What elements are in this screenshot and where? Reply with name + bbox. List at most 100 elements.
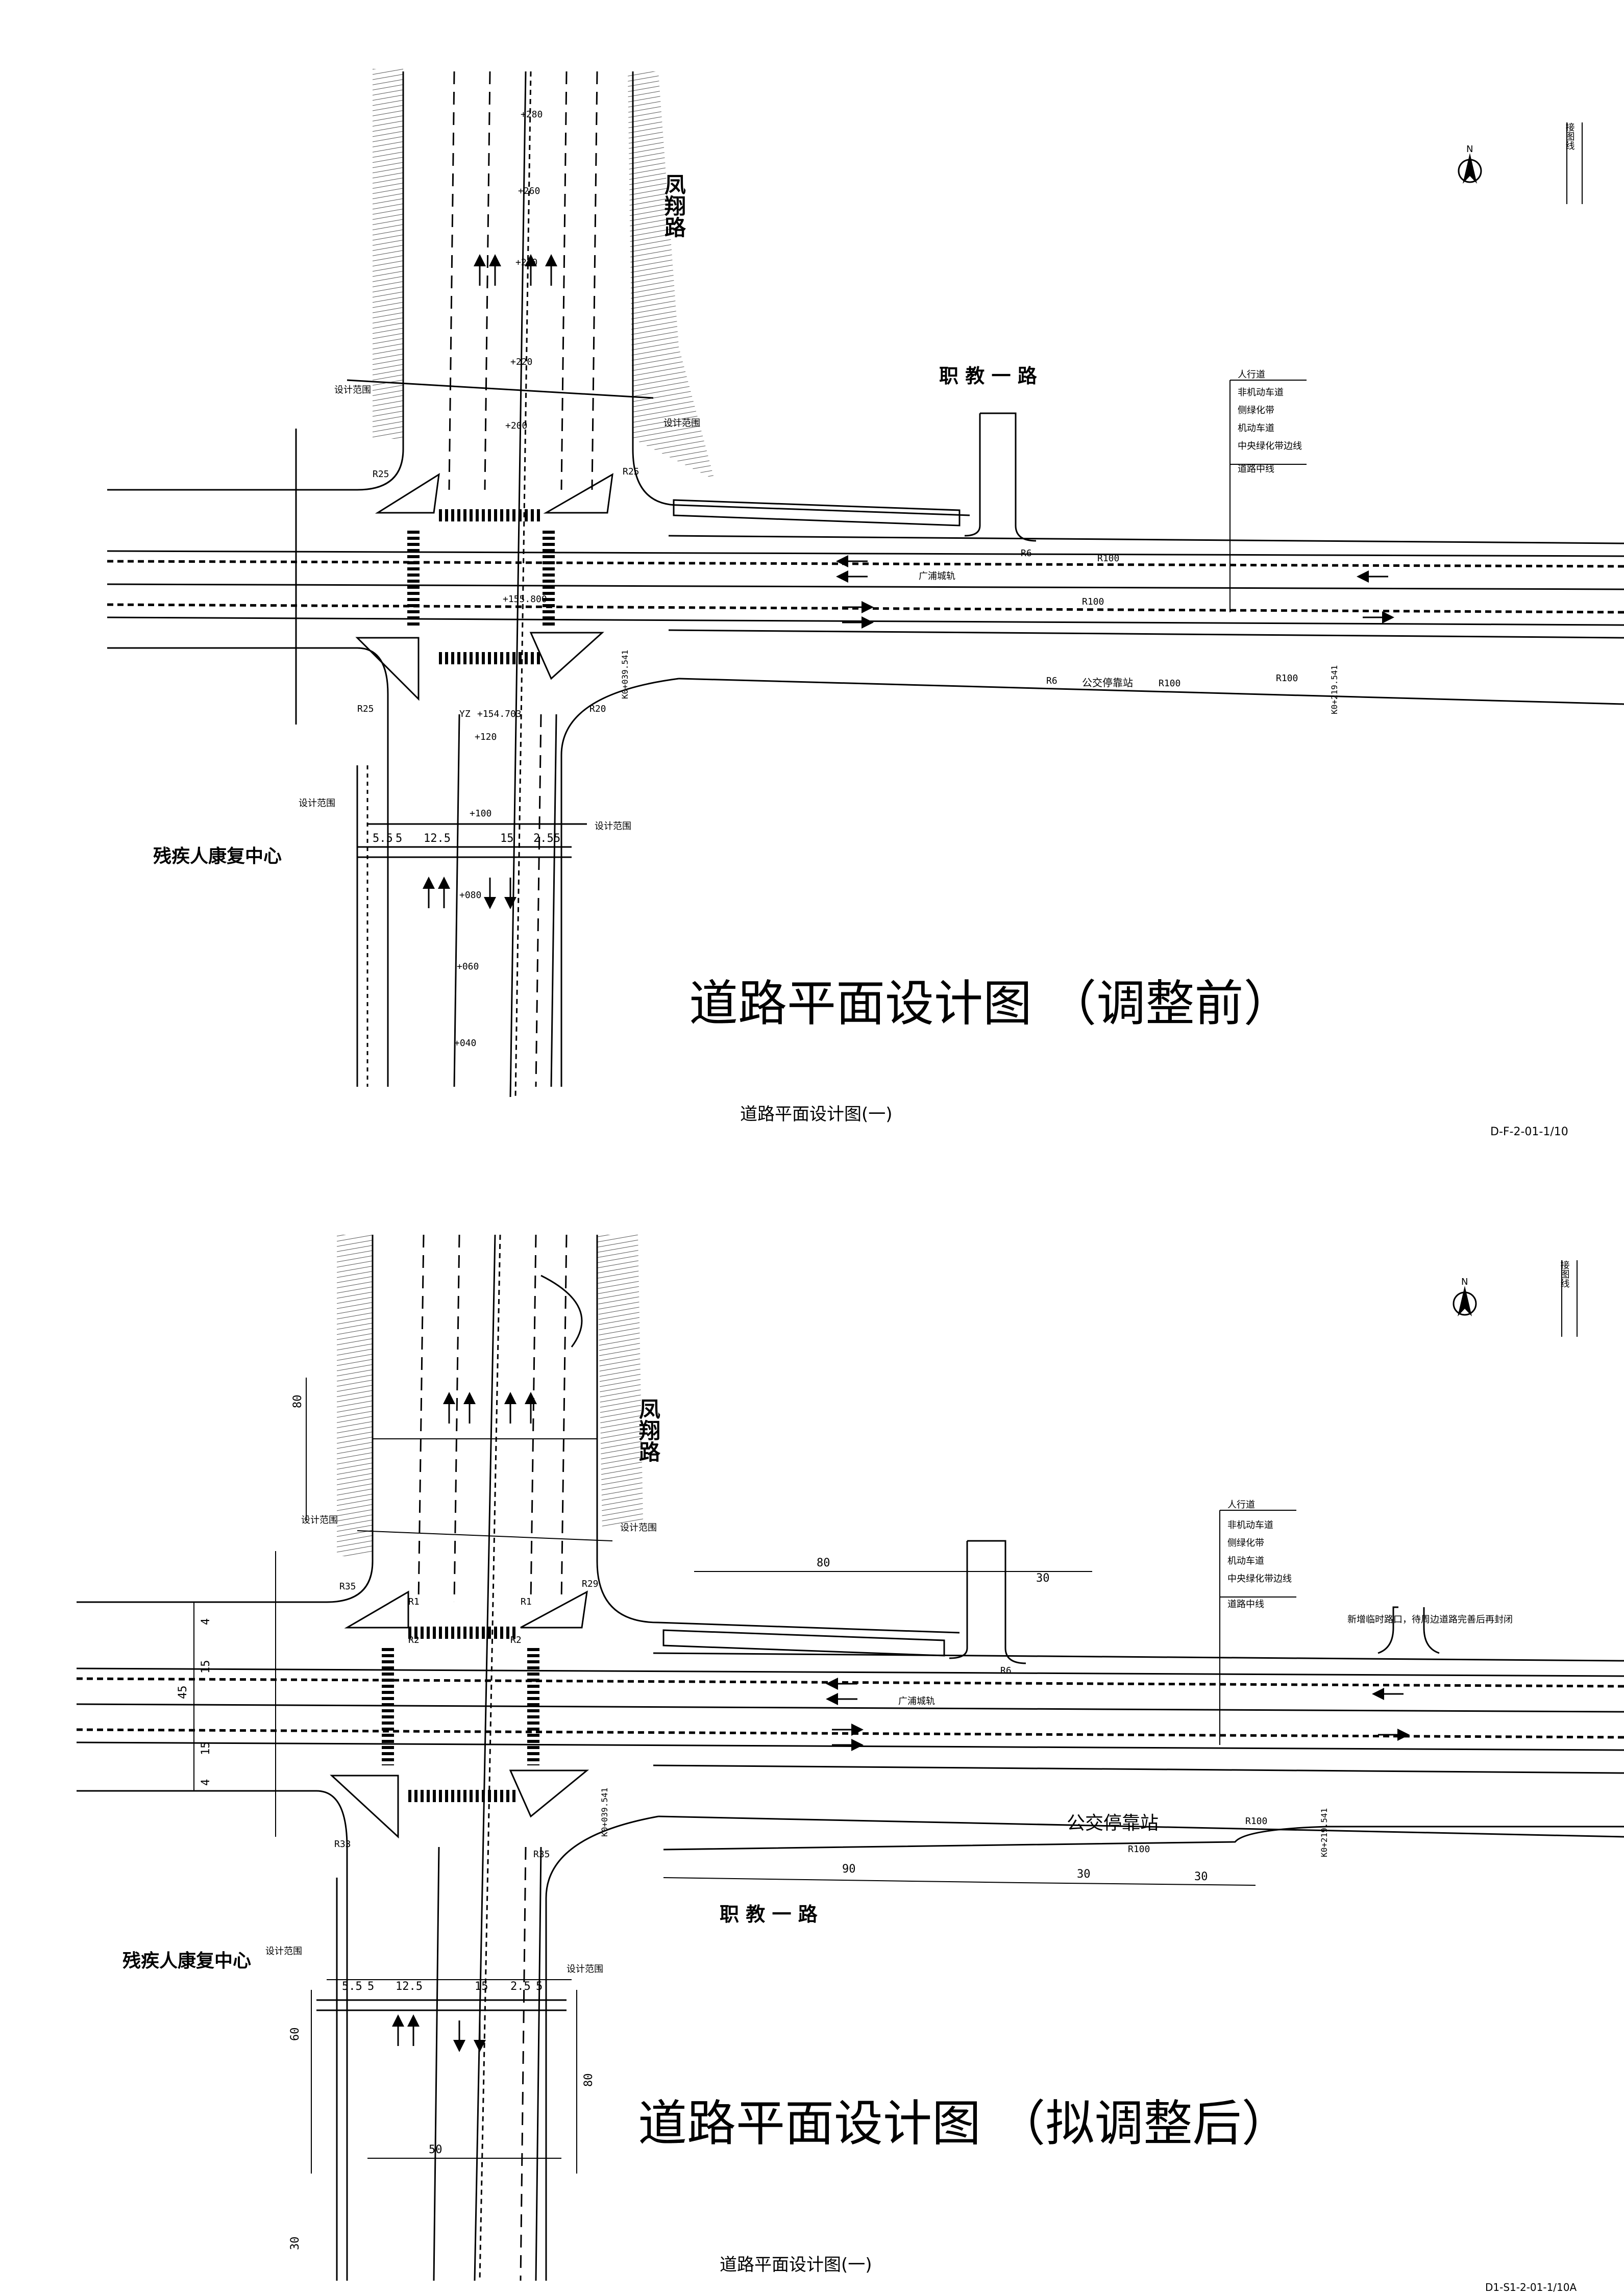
station-6: +100 — [470, 808, 491, 819]
main-road-before — [107, 499, 1624, 639]
radius-before-2: R25 — [357, 704, 374, 714]
station-3: +220 — [510, 357, 532, 367]
north-arrow-icon: N — [1458, 144, 1482, 184]
svg-text:N: N — [1461, 1277, 1468, 1287]
dim-after-0: 80 — [817, 1557, 830, 1569]
bus-stop-after: 公交停靠站 — [1067, 1813, 1159, 1834]
radius-after-2: R33 — [334, 1839, 351, 1850]
corner-curves-after — [77, 1561, 1624, 2281]
station-0: +280 — [521, 109, 543, 120]
sheet-number-before: D-F-2-01-1/10 — [1490, 1126, 1568, 1138]
radius-after-0: R35 — [339, 1581, 356, 1592]
design-range-a4: 设计范围 — [567, 1964, 603, 1975]
sheet-number-after: D1-S1-2-01-1/10A — [1485, 2281, 1577, 2293]
legend-before-5: 道路中线 — [1238, 464, 1274, 475]
east-road-name-after: 职 教 一 路 — [720, 1903, 818, 1926]
legend-after-4: 中央绿化带边线 — [1227, 1574, 1292, 1584]
slope-hatch-east-after — [597, 1235, 643, 1531]
dim-after-14: 80 — [291, 1395, 304, 1409]
legend-before-3: 机动车道 — [1238, 423, 1274, 434]
legend-after-3: 机动车道 — [1227, 1556, 1264, 1566]
legend-after-1: 非机动车道 — [1227, 1520, 1273, 1531]
coord-before-0: K0+039.541 — [620, 650, 630, 699]
radius-before-7: R100 — [1082, 596, 1104, 607]
width-before-3: 15 — [500, 832, 514, 845]
legend-after-5: 道路中线 — [1227, 1599, 1264, 1610]
dim-after-9: 45 — [177, 1686, 189, 1700]
islands-before — [355, 473, 613, 701]
width-before-5: 5 — [554, 832, 560, 845]
dim-after-12: 4 — [200, 1618, 212, 1625]
width-before-4: 2.5 — [533, 832, 554, 845]
dim-after-13: 4 — [200, 1779, 212, 1786]
width-after-4: 2.5 — [510, 1980, 531, 1993]
coord-before-3: +154.703 — [477, 709, 522, 719]
dim-after-5: 50 — [429, 2143, 442, 2156]
radius-after-5: R2 — [408, 1635, 420, 1645]
radius-after-6: R1 — [521, 1596, 532, 1607]
station-7: +080 — [459, 890, 481, 901]
bus-stop-before: 公交停靠站 — [1082, 677, 1133, 689]
radius-after-4: R1 — [408, 1596, 420, 1607]
radius-after-1: R29 — [582, 1579, 599, 1589]
width-before-2: 12.5 — [424, 832, 451, 845]
dim-after-4: 30 — [1194, 1870, 1208, 1883]
dim-after-10: 15 — [200, 1660, 212, 1674]
station-4: +200 — [505, 420, 527, 431]
south-road-lines-after — [316, 1846, 567, 2281]
design-range-1: 设计范围 — [334, 385, 371, 395]
match-line-before: 接图线 — [1564, 122, 1575, 150]
legend-lines-after — [1219, 1260, 1578, 1745]
text-before: 道路平面设计图 （调整前） 道路平面设计图(一) D-F-2-01-1/10 凤… — [153, 109, 1575, 1138]
design-range-a2: 设计范围 — [620, 1523, 657, 1533]
legend-after-2: 侧绿化带 — [1227, 1538, 1264, 1549]
match-line-after: 接图线 — [1559, 1260, 1570, 1288]
design-range-lines-before — [295, 379, 654, 825]
radius-after-10: R100 — [1245, 1816, 1267, 1827]
note-after: 新增临时路口，待周边道路完善后再封闭 — [1347, 1614, 1513, 1625]
lane-arrows-after — [392, 1392, 1410, 2052]
radius-before-0: R25 — [373, 469, 389, 480]
north-road-name-before: 凤翔路 — [661, 173, 686, 238]
stubs-after — [949, 1540, 1440, 1664]
north-road-lines-after — [372, 1234, 598, 2281]
radius-before-3: R20 — [589, 704, 606, 714]
legend-before-0: 人行道 — [1238, 369, 1265, 380]
radius-before-4: R6 — [1021, 548, 1032, 559]
design-range-3: 设计范围 — [299, 798, 335, 809]
sheet-after: N — [76, 1234, 1624, 2281]
rail-label-after: 广浦城轨 — [898, 1696, 935, 1707]
radius-before-1: R25 — [623, 466, 639, 477]
coord-before-2: YZ — [459, 709, 471, 719]
text-after: 道路平面设计图 （拟调整后） 道路平面设计图(一) D1-S1-2-01-1/1… — [122, 1260, 1577, 2293]
slope-hatch-west-after — [337, 1235, 373, 1556]
radius-after-7: R2 — [510, 1635, 522, 1645]
width-before-1: 5 — [396, 832, 402, 845]
place-name-after: 残疾人康复中心 — [122, 1950, 251, 1971]
radius-after-3: R35 — [533, 1849, 550, 1860]
station-9: +040 — [454, 1038, 476, 1049]
dim-after-1: 30 — [1036, 1572, 1050, 1585]
crosswalks-after — [382, 1627, 539, 1802]
station-8: +060 — [457, 961, 479, 972]
coord-after-1: K0+219.541 — [1319, 1808, 1329, 1857]
legend-before-4: 中央绿化带边线 — [1238, 441, 1302, 452]
radius-before-5: R6 — [1046, 676, 1057, 686]
slope-hatch-west — [373, 69, 403, 439]
coord-before-1: K0+219.541 — [1330, 665, 1339, 714]
station-1: +260 — [518, 186, 540, 196]
design-range-a1: 设计范围 — [301, 1515, 338, 1526]
station-5: +120 — [475, 732, 497, 742]
legend-after-0: 人行道 — [1227, 1500, 1255, 1510]
design-range-2: 设计范围 — [663, 418, 700, 429]
width-after-0: 5.5 — [342, 1980, 362, 1993]
dim-after-8: 30 — [289, 2237, 302, 2251]
width-after-2: 12.5 — [396, 1980, 423, 1993]
caption-after: 道路平面设计图(一) — [720, 2255, 872, 2275]
design-range-4: 设计范围 — [595, 821, 631, 832]
north-road-lines — [402, 71, 634, 1097]
legend-lines-before — [1229, 122, 1583, 612]
dim-after-3: 30 — [1077, 1868, 1091, 1881]
radius-before-8: R100 — [1159, 678, 1180, 689]
station-2: +240 — [515, 257, 537, 268]
